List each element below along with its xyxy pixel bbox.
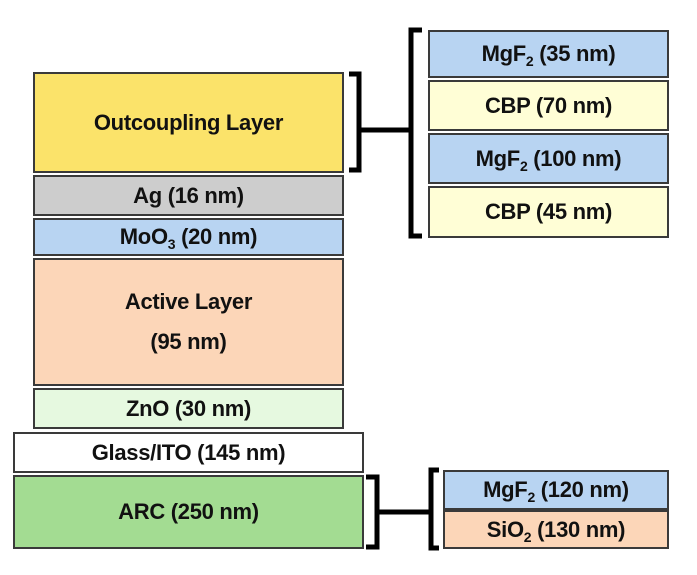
moo3-layer: MoO3 (20 nm) [33,218,344,256]
active-thickness: (95 nm) [150,329,227,354]
zno-layer: ZnO (30 nm) [33,388,344,429]
outcoupling-sublayer-mgf2-100: MgF2 (100 nm) [428,133,669,184]
moo3-label: MoO3 (20 nm) [119,224,258,253]
sublayer-label: CBP (45 nm) [484,199,613,225]
outcoupling-sublayer-mgf2-35: MgF2 (35 nm) [428,30,669,78]
arc-sublayer-mgf2-120: MgF2 (120 nm) [443,470,669,510]
arc-label: ARC (250 nm) [118,499,259,525]
zno-label: ZnO (30 nm) [125,395,252,421]
outcoupling-sublayer-cbp-45: CBP (45 nm) [428,186,669,238]
glass-ito-layer: Glass/ITO (145 nm) [13,432,364,473]
active-layer: Active Layer (95 nm) [33,258,344,386]
arc-layer: ARC (250 nm) [13,475,364,549]
ag-label: Ag (16 nm) [133,182,244,208]
sublayer-label: CBP (70 nm) [484,92,613,118]
outcoupling-bracket [349,71,362,173]
sublayer-label: MgF2 (120 nm) [483,477,629,506]
outcoupling-label: Outcoupling Layer [93,109,284,135]
sublayer-label: SiO2 (130 nm) [486,516,626,545]
arc-bracket [366,474,380,550]
glass-ito-label: Glass/ITO (145 nm) [91,439,286,465]
arc-sublayer-sio2-130: SiO2 (130 nm) [443,510,669,549]
outcoupling-sublayer-cbp-70: CBP (70 nm) [428,80,669,131]
sublayer-label: MgF2 (35 nm) [481,41,616,70]
outcoupling-detail-bracket [408,27,422,239]
outcoupling-layer: Outcoupling Layer [33,72,344,173]
ag-layer: Ag (16 nm) [33,175,344,216]
sublayer-label: MgF2 (100 nm) [475,145,622,174]
arc-detail-bracket [428,467,439,551]
active-label: Active Layer [124,289,253,315]
